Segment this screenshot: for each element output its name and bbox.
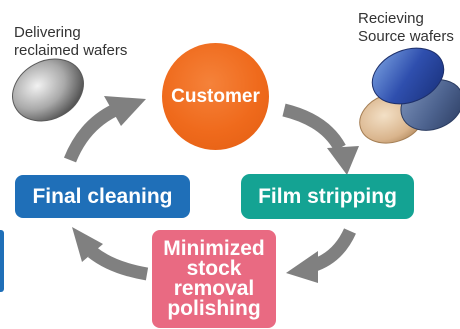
- arrow-customer-to-film-stripping: [282, 103, 359, 175]
- blue-wafer: [371, 47, 445, 105]
- reclaimed-wafer-illustration: [12, 58, 84, 122]
- polishing-line-3: removal: [173, 277, 255, 300]
- film-stripping-node: Film stripping: [241, 174, 414, 219]
- receiving-line-1: Recieving: [358, 10, 424, 27]
- source-wafers-illustration: [359, 47, 460, 144]
- receiving-line-2: Source wafers: [358, 28, 454, 45]
- polishing-line-2: stock: [186, 257, 242, 280]
- arrow-film-stripping-to-polishing: [286, 228, 356, 283]
- left-edge-tab: [0, 230, 4, 292]
- customer-node: Customer: [162, 43, 269, 150]
- delivering-line-1: Delivering: [14, 24, 81, 41]
- receiving-source-wafers-note: Recieving Source wafers: [358, 10, 454, 46]
- final-cleaning-node: Final cleaning: [15, 175, 190, 218]
- arrow-polishing-to-final-cleaning: [72, 227, 149, 281]
- delivering-reclaimed-wafers-note: Delivering reclaimed wafers: [14, 24, 127, 60]
- polishing-node: Minimized stock removal polishing: [152, 230, 276, 328]
- polishing-line-4: polishing: [167, 297, 261, 320]
- polishing-line-1: Minimized: [163, 237, 265, 260]
- arrow-final-cleaning-to-customer: [63, 96, 146, 163]
- delivering-line-2: reclaimed wafers: [14, 42, 128, 59]
